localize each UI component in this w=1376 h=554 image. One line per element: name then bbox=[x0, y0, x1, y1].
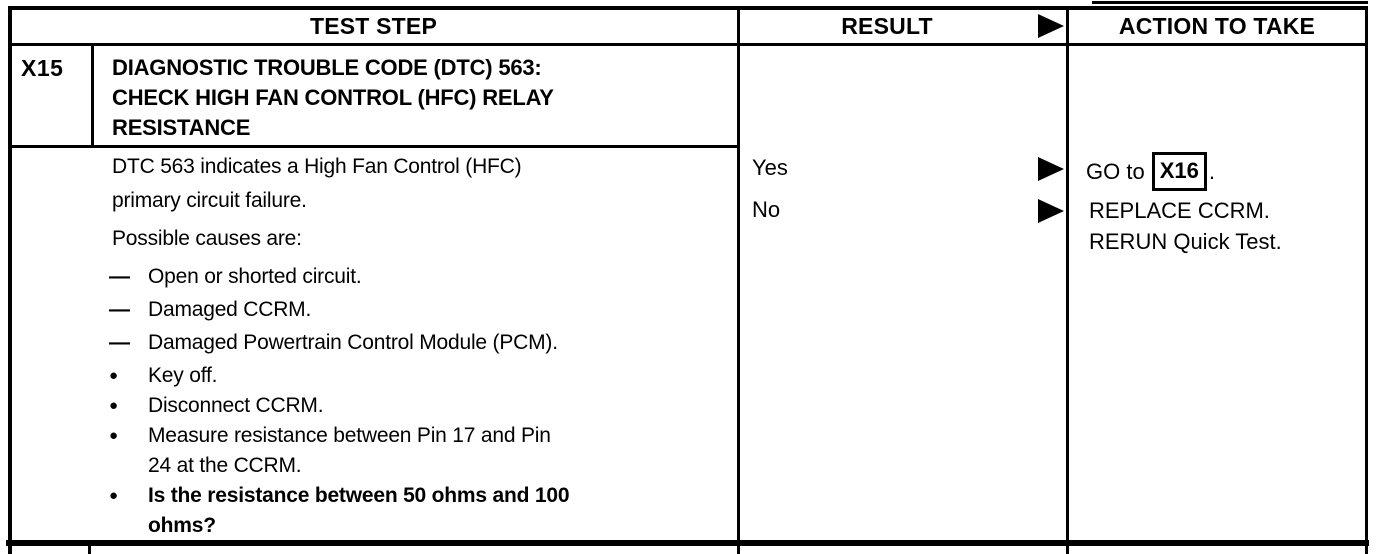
step-reference-box: X16 bbox=[1151, 152, 1207, 191]
list-item-text: Key off. bbox=[148, 364, 218, 387]
result-yes-arrow-icon bbox=[1038, 157, 1064, 181]
step-title-bottom-border bbox=[8, 145, 739, 148]
step-intro: DTC 563 indicates a High Fan Control (HF… bbox=[112, 150, 522, 218]
step-intro-line: primary circuit failure. bbox=[112, 189, 307, 212]
list-item: — Open or shorted circuit. bbox=[109, 262, 569, 292]
list-item-text: Disconnect CCRM. bbox=[148, 394, 324, 417]
cause-checklist: — Open or shorted circuit. — Damaged CCR… bbox=[109, 262, 570, 541]
step-title-line: DIAGNOSTIC TROUBLE CODE (DTC) 563: bbox=[112, 55, 542, 80]
dash-icon: — bbox=[109, 265, 130, 288]
list-item-line: Measure resistance between Pin 17 and Pi… bbox=[148, 424, 551, 447]
action-no-line-1: REPLACE CCRM. bbox=[1089, 198, 1270, 223]
step-intro-line: DTC 563 indicates a High Fan Control (HF… bbox=[112, 155, 522, 178]
result-header-arrow-icon bbox=[1038, 14, 1064, 38]
step-title-line: RESISTANCE bbox=[112, 115, 251, 140]
row-bottom-thick-rule bbox=[6, 540, 1369, 546]
action-yes-row: GO to X16 . bbox=[1086, 152, 1215, 191]
list-item-text: Open or shorted circuit. bbox=[148, 265, 362, 288]
bullet-icon: ● bbox=[109, 397, 118, 414]
action-no-line-2: RERUN Quick Test. bbox=[1089, 229, 1282, 254]
bullet-icon: ● bbox=[109, 487, 118, 504]
teststep-result-divider bbox=[737, 6, 740, 554]
top-border-artifact bbox=[1092, 1, 1368, 4]
list-item: — Damaged Powertrain Control Module (PCM… bbox=[109, 328, 569, 358]
question-line: Is the resistance between 50 ohms and 10… bbox=[148, 484, 570, 507]
test-step-header: TEST STEP bbox=[309, 13, 438, 39]
dash-icon: — bbox=[109, 298, 130, 321]
dash-icon: — bbox=[109, 331, 130, 354]
list-item: — Damaged CCRM. bbox=[109, 295, 569, 325]
bullet-icon: ● bbox=[109, 367, 118, 384]
result-no-label: No bbox=[752, 197, 781, 222]
step-id-divider bbox=[91, 44, 94, 147]
list-item-text: Measure resistance between Pin 17 and Pi… bbox=[148, 421, 551, 481]
goto-prefix: GO to bbox=[1086, 158, 1145, 184]
step-id: X15 bbox=[21, 55, 64, 81]
list-item: ● Disconnect CCRM. bbox=[109, 391, 569, 421]
question-line: ohms? bbox=[148, 514, 216, 537]
list-item-text: Damaged Powertrain Control Module (PCM). bbox=[148, 331, 558, 354]
list-item: ● Key off. bbox=[109, 361, 569, 391]
action-header: ACTION TO TAKE bbox=[1118, 13, 1316, 39]
causes-label: Possible causes are: bbox=[112, 227, 302, 250]
result-action-divider bbox=[1066, 6, 1069, 554]
list-item-text: Damaged CCRM. bbox=[148, 298, 312, 321]
result-no-arrow-icon bbox=[1038, 199, 1064, 223]
left-border bbox=[8, 6, 12, 554]
question-text: Is the resistance between 50 ohms and 10… bbox=[148, 481, 570, 541]
question-item: ● Is the resistance between 50 ohms and … bbox=[109, 481, 570, 541]
top-border bbox=[8, 6, 1368, 10]
result-header: RESULT bbox=[841, 13, 933, 39]
list-item-line: 24 at the CCRM. bbox=[148, 454, 302, 477]
step-id-divider-next-row bbox=[88, 546, 91, 554]
step-title: DIAGNOSTIC TROUBLE CODE (DTC) 563: CHECK… bbox=[112, 53, 554, 143]
goto-suffix: . bbox=[1208, 158, 1215, 184]
step-title-line: CHECK HIGH FAN CONTROL (HFC) RELAY bbox=[112, 85, 554, 110]
list-item: ● Measure resistance between Pin 17 and … bbox=[109, 421, 569, 481]
bullet-icon: ● bbox=[109, 427, 118, 444]
right-border bbox=[1365, 6, 1368, 554]
header-bottom-border bbox=[8, 43, 1368, 46]
result-yes-label: Yes bbox=[752, 155, 788, 180]
